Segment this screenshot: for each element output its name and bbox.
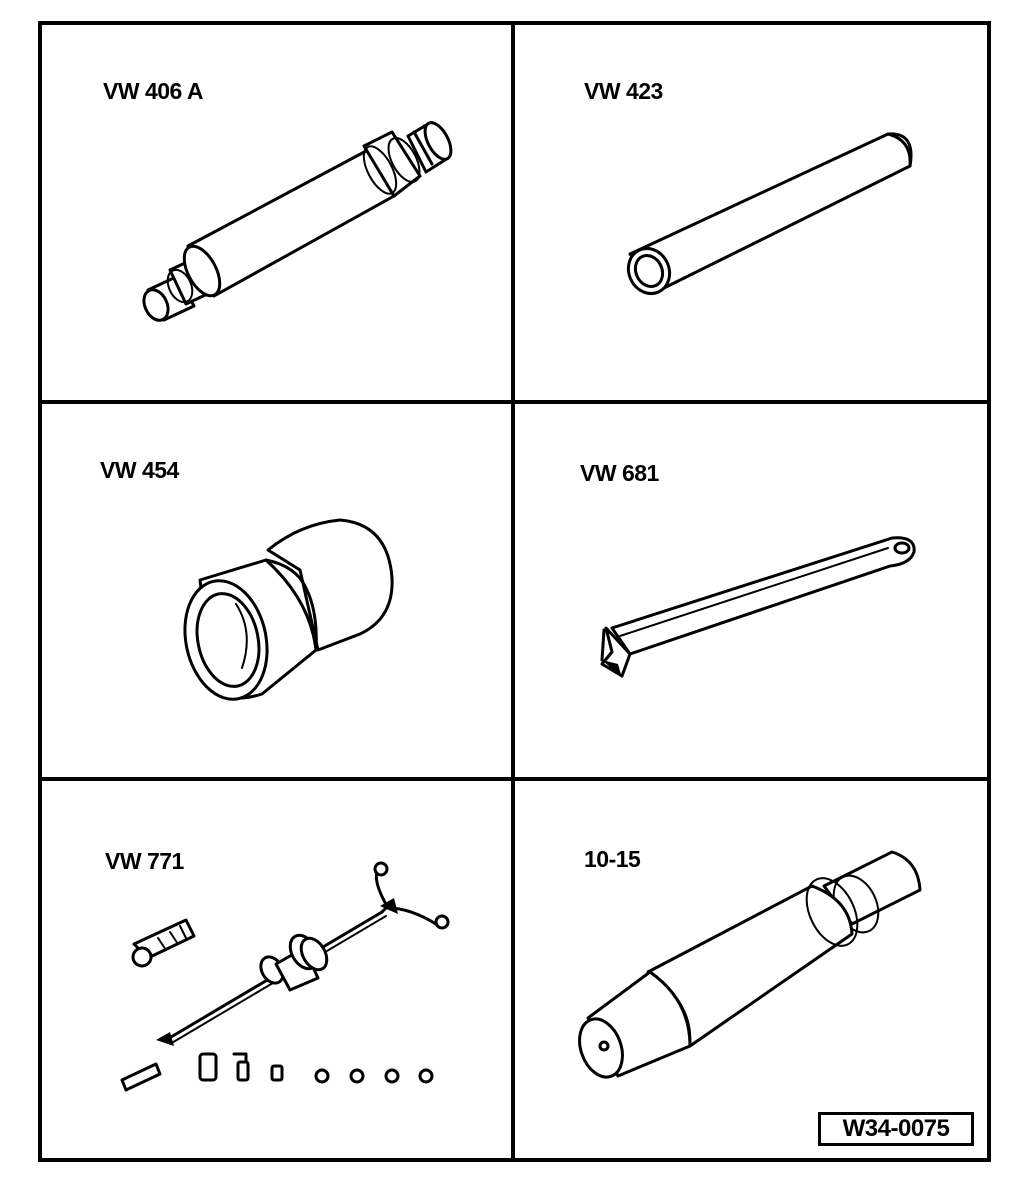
mandrel-icon xyxy=(578,850,922,1079)
arbor-drift-icon xyxy=(142,121,453,322)
tool-label-10-15: 10-15 xyxy=(584,846,641,872)
sleeve-icon xyxy=(183,518,394,701)
tool-label-vw-423: VW 423 xyxy=(584,78,663,104)
hook-wrench-icon xyxy=(600,536,916,678)
tool-label-vw-406-a: VW 406 A xyxy=(103,78,203,104)
tool-label-vw-771: VW 771 xyxy=(105,848,184,874)
tube-icon xyxy=(626,132,913,295)
slide-hammer-set-icon xyxy=(120,861,450,1092)
tool-label-vw-454: VW 454 xyxy=(100,457,179,483)
tool-label-vw-681: VW 681 xyxy=(580,460,659,486)
figure-code-badge: W34-0075 xyxy=(818,1112,974,1146)
grid-frame xyxy=(38,21,991,1162)
